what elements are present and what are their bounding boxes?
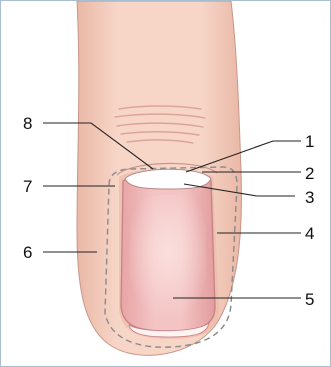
label-5: 5 xyxy=(305,290,314,309)
label-7: 7 xyxy=(23,177,32,196)
label-2: 2 xyxy=(305,164,314,183)
label-6: 6 xyxy=(23,243,32,262)
label-4: 4 xyxy=(305,224,314,243)
label-8: 8 xyxy=(23,114,32,133)
label-1: 1 xyxy=(305,132,314,151)
nail-shine xyxy=(129,195,207,321)
label-3: 3 xyxy=(305,188,314,207)
